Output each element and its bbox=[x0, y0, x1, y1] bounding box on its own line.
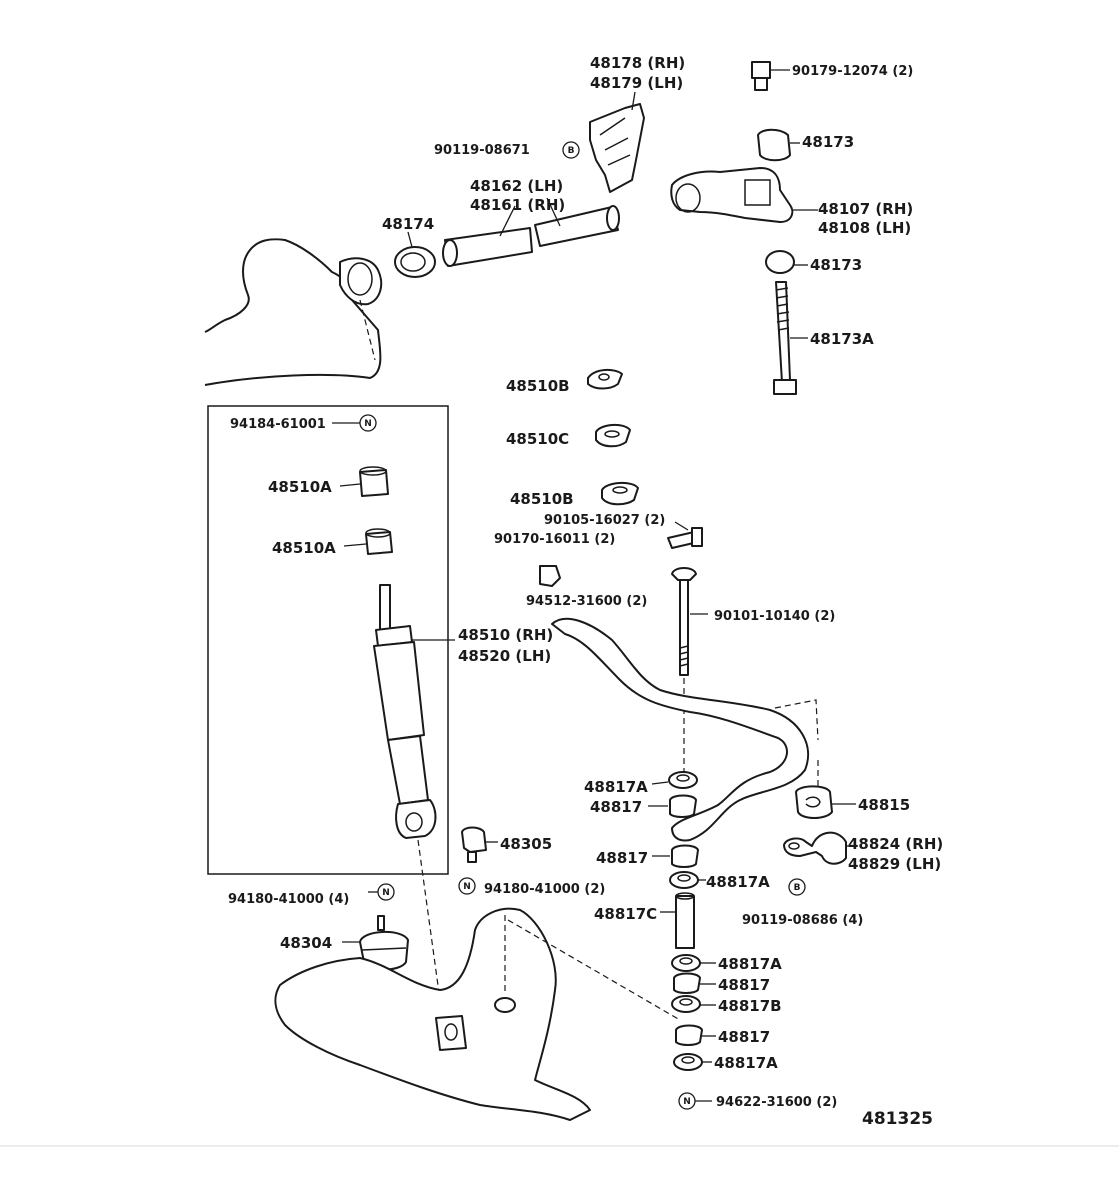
part-48510A-cushion-1 bbox=[359, 466, 389, 497]
part-48817-cushion-2 bbox=[671, 844, 699, 868]
label-48107: 48107 (RH) bbox=[818, 200, 913, 218]
part-48817A-washer-4 bbox=[673, 1053, 703, 1071]
label-48510B-top: 48510B bbox=[506, 377, 570, 395]
nut-badge-94184-61001: N bbox=[332, 414, 377, 432]
label-48510: 48510 (RH) bbox=[458, 626, 553, 644]
label-48510A-1: 48510A bbox=[268, 478, 332, 496]
label-48817A-1: 48817A bbox=[584, 778, 648, 796]
label-48173A: 48173A bbox=[810, 330, 874, 348]
label-48173-top: 48173 bbox=[802, 133, 854, 151]
part-48815-bushing bbox=[795, 785, 833, 819]
part-48817A-washer-2 bbox=[669, 871, 699, 889]
part-48817A-washer-3 bbox=[671, 954, 701, 972]
figure-number: 481325 bbox=[862, 1109, 933, 1129]
part-48510A-cushion-2 bbox=[365, 528, 393, 555]
svg-text:B: B bbox=[568, 146, 575, 156]
label-48817A-2: 48817A bbox=[706, 873, 770, 891]
label-48161: 48161 (RH) bbox=[470, 196, 565, 214]
label-48305: 48305 bbox=[500, 835, 552, 853]
label-48815: 48815 bbox=[858, 796, 910, 814]
nut-badge-94180-41000-b: N bbox=[458, 877, 476, 895]
part-48178-anchor-bracket bbox=[589, 103, 645, 193]
label-90105: 90105-16027 (2) bbox=[544, 513, 665, 528]
label-48817C: 48817C bbox=[594, 905, 657, 923]
stabilizer-bar bbox=[551, 617, 810, 842]
part-48817A-washer-1 bbox=[668, 771, 698, 789]
label-94180-b: 94180-41000 (2) bbox=[484, 882, 605, 897]
part-48817B-washer bbox=[671, 995, 701, 1013]
part-48824-bracket bbox=[783, 831, 847, 865]
part-48510B-cushion-top bbox=[587, 368, 623, 390]
svg-text:B: B bbox=[794, 883, 801, 893]
lower-arm-silhouette bbox=[204, 238, 382, 386]
part-48510C-retainer bbox=[595, 424, 631, 448]
part-48173-seat bbox=[765, 250, 795, 274]
part-48173-cap bbox=[757, 128, 791, 162]
part-48161-torsion-bar bbox=[442, 227, 533, 267]
label-94184: 94184-61001 bbox=[230, 417, 326, 432]
label-90179: 90179-12074 (2) bbox=[792, 64, 913, 79]
label-94622: 94622-31600 (2) bbox=[716, 1095, 837, 1110]
bolt-badge-90119-08686: B bbox=[788, 878, 806, 896]
nut-badge-94180-41000-a: N bbox=[368, 883, 395, 901]
part-48162-torsion-bar bbox=[534, 205, 620, 247]
label-90119-08671: 90119-08671 bbox=[434, 143, 530, 158]
label-48510B-lower: 48510B bbox=[510, 490, 574, 508]
svg-text:N: N bbox=[463, 882, 471, 892]
frame-bottom-silhouette bbox=[274, 907, 591, 1121]
label-90170: 90170-16011 (2) bbox=[494, 532, 615, 547]
svg-text:N: N bbox=[382, 888, 390, 898]
label-48304: 48304 bbox=[280, 934, 332, 952]
label-48173-seat: 48173 bbox=[810, 256, 862, 274]
label-48510C: 48510C bbox=[506, 430, 569, 448]
label-48817-3: 48817 bbox=[718, 976, 770, 994]
label-48162: 48162 (LH) bbox=[470, 177, 563, 195]
part-90170-nut bbox=[539, 565, 561, 587]
label-48817-1: 48817 bbox=[590, 798, 642, 816]
svg-text:N: N bbox=[683, 1097, 691, 1107]
part-48107-torsion-arm bbox=[670, 167, 794, 223]
nut-badge-94622-31600: N bbox=[678, 1092, 712, 1110]
label-48817A-3: 48817A bbox=[718, 955, 782, 973]
label-48108: 48108 (LH) bbox=[818, 219, 911, 237]
part-48817-cushion-1 bbox=[669, 794, 697, 818]
label-48178: 48178 (RH) bbox=[590, 54, 685, 72]
part-48817C-collar bbox=[675, 892, 695, 949]
label-48510A-2: 48510A bbox=[272, 539, 336, 557]
part-90105-bolt bbox=[667, 527, 703, 549]
label-90101: 90101-10140 (2) bbox=[714, 609, 835, 624]
label-90119-08686: 90119-08686 (4) bbox=[742, 913, 863, 928]
part-90179-nut bbox=[751, 61, 771, 91]
label-48817-4: 48817 bbox=[718, 1028, 770, 1046]
label-48824: 48824 (RH) bbox=[848, 835, 943, 853]
label-48179: 48179 (LH) bbox=[590, 74, 683, 92]
label-48817A-4: 48817A bbox=[714, 1054, 778, 1072]
label-48817-2: 48817 bbox=[596, 849, 648, 867]
label-94512: 94512-31600 (2) bbox=[526, 594, 647, 609]
label-48817B: 48817B bbox=[718, 997, 782, 1015]
label-94180-a: 94180-41000 (4) bbox=[228, 892, 349, 907]
part-48817-cushion-4 bbox=[675, 1024, 703, 1046]
part-48510B-cushion-lower bbox=[601, 482, 639, 506]
label-48174: 48174 bbox=[382, 215, 434, 233]
part-48817-cushion-3 bbox=[673, 972, 701, 994]
svg-text:N: N bbox=[364, 419, 372, 429]
part-48510-shock-absorber bbox=[373, 584, 437, 839]
part-48305-bumper bbox=[461, 826, 487, 863]
part-48173A-bolt bbox=[773, 281, 797, 395]
label-48520: 48520 (LH) bbox=[458, 647, 551, 665]
label-48829: 48829 (LH) bbox=[848, 855, 941, 873]
part-48174-clip bbox=[394, 246, 436, 278]
bolt-badge-90119-08671: B bbox=[562, 141, 580, 159]
part-90101-long-bolt bbox=[671, 567, 697, 676]
